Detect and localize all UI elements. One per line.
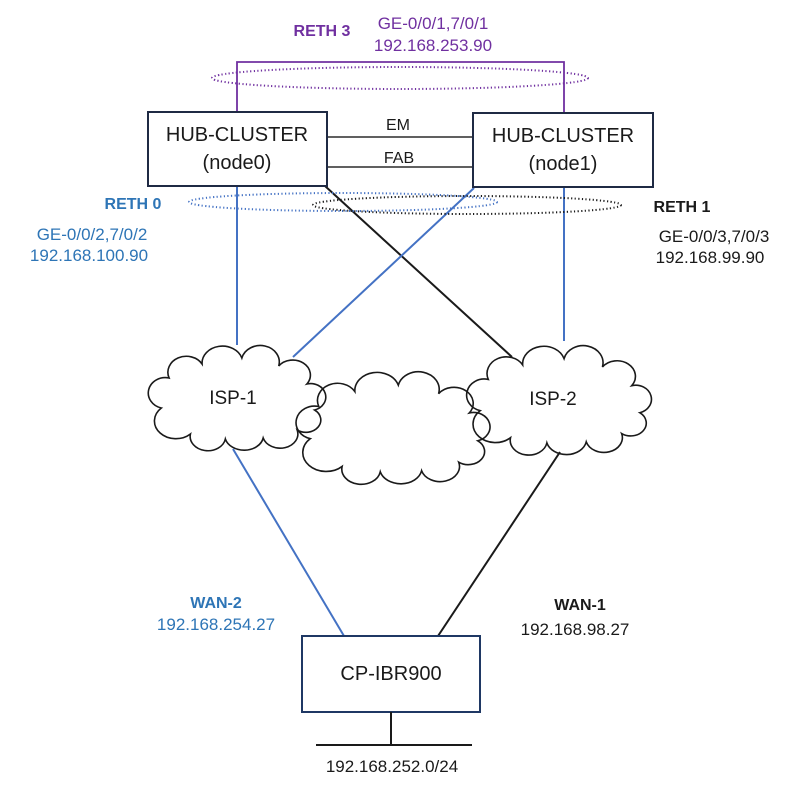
reth1-label: RETH 1 xyxy=(654,199,711,216)
router-box xyxy=(301,635,481,713)
hub-node0-box xyxy=(147,111,328,187)
reth0-label: RETH 0 xyxy=(105,196,162,213)
hub-node0-name: HUB-CLUSTER xyxy=(166,124,308,146)
node1-to-isp1-link xyxy=(292,187,475,358)
reth0-aggregation-ellipse xyxy=(188,192,498,212)
cp-ibr900-router: CP-IBR900 xyxy=(301,635,481,713)
hub-node1-sub: (node1) xyxy=(529,153,598,175)
reth1-interface-label: GE-0/0/3,7/0/3 xyxy=(659,227,770,246)
reth3-aggregate-group: RETH 3 GE-0/0/1,7/0/1 192.168.253.90 xyxy=(211,14,589,113)
reth0-interface-label: GE-0/0/2,7/0/2 xyxy=(37,225,148,244)
reth3-interface-label: GE-0/0/1,7/0/1 xyxy=(378,14,489,33)
wan-links: WAN-2 192.168.254.27 WAN-1 192.168.98.27 xyxy=(157,448,630,639)
em-link-label: EM xyxy=(386,117,410,134)
wan1-ip-label: 192.168.98.27 xyxy=(521,620,630,639)
reth3-label: RETH 3 xyxy=(294,23,351,40)
reth1-ip-label: 192.168.99.90 xyxy=(656,248,765,267)
cluster-interconnect-group: EM FAB xyxy=(327,117,473,168)
node0-to-isp2-link xyxy=(324,185,513,358)
isp2-to-router-wan1-link xyxy=(437,451,561,637)
transit-cloud xyxy=(296,372,490,485)
isp2-label: ISP-2 xyxy=(529,389,577,410)
isp1-cloud xyxy=(148,346,325,451)
hub-cluster-node0: HUB-CLUSTER (node0) xyxy=(147,111,328,187)
lan-segment-group: 192.168.252.0/24 xyxy=(316,712,472,776)
router-label: CP-IBR900 xyxy=(340,663,441,685)
reth3-ip-label: 192.168.253.90 xyxy=(374,36,492,55)
hub-node0-sub: (node0) xyxy=(203,152,272,174)
lan-subnet-label: 192.168.252.0/24 xyxy=(326,757,458,776)
reth1-aggregation-ellipse xyxy=(312,195,622,215)
reth3-link-bracket xyxy=(236,61,565,113)
hub-node1-name: HUB-CLUSTER xyxy=(492,125,634,147)
wan2-ip-label: 192.168.254.27 xyxy=(157,615,275,634)
hub-cluster-node1: HUB-CLUSTER (node1) xyxy=(472,112,654,188)
reth3-aggregation-ellipse xyxy=(211,66,589,90)
isp2-cloud xyxy=(467,346,652,455)
hub-to-isp-links xyxy=(236,185,565,358)
wan2-label: WAN-2 xyxy=(190,595,242,612)
reth0-labels: RETH 0 GE-0/0/2,7/0/2 192.168.100.90 xyxy=(30,196,162,265)
hub-node1-box xyxy=(472,112,654,188)
isp1-to-router-wan2-link xyxy=(232,448,345,637)
reth0-ip-label: 192.168.100.90 xyxy=(30,246,148,265)
isp-clouds: ISP-1 ISP-2 xyxy=(148,346,651,485)
wan1-label: WAN-1 xyxy=(554,597,606,614)
fab-link-label: FAB xyxy=(384,150,414,167)
reth1-labels: RETH 1 GE-0/0/3,7/0/3 192.168.99.90 xyxy=(654,199,770,267)
isp1-label: ISP-1 xyxy=(209,388,257,409)
